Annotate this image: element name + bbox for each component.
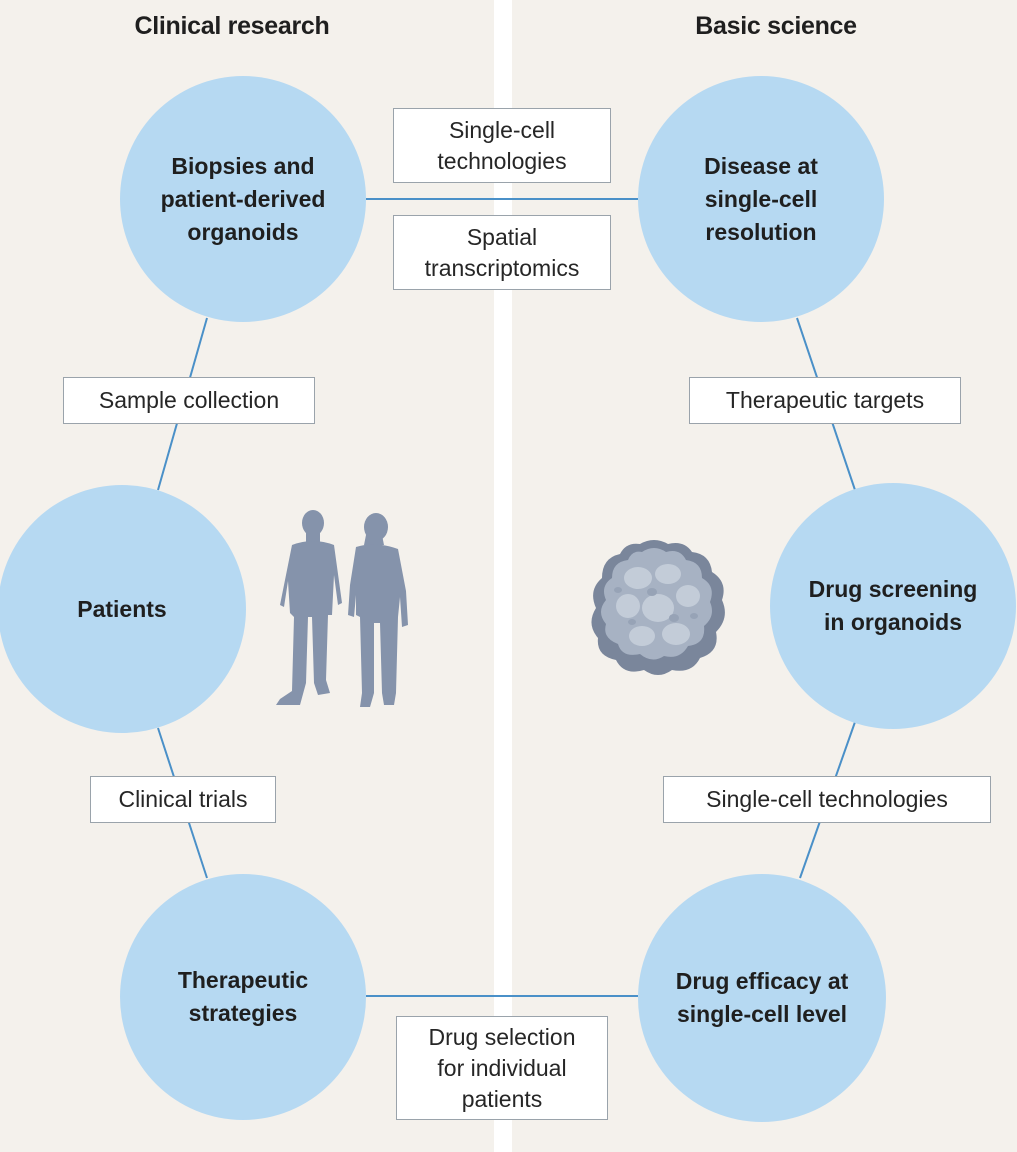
label-single-cell-technologies-right: Single-cell technologies <box>663 776 991 823</box>
node-therapeutic-strategies: Therapeutic strategies <box>120 874 366 1120</box>
label-single-cell-technologies-top: Single-cell technologies <box>393 108 611 183</box>
label-clinical-trials: Clinical trials <box>90 776 276 823</box>
heading-clinical-research: Clinical research <box>134 12 330 40</box>
node-biopsies-organoids: Biopsies and patient-derived organoids <box>120 76 366 322</box>
organoid-icon <box>591 540 725 675</box>
node-patients: Patients <box>0 485 246 733</box>
label-therapeutic-targets: Therapeutic targets <box>689 377 961 424</box>
node-disease-single-cell: Disease at single-cell resolution <box>638 76 884 322</box>
label-drug-selection: Drug selection for individual patients <box>396 1016 608 1120</box>
node-drug-screening: Drug screening in organoids <box>770 483 1016 729</box>
two-people-silhouette-icon <box>276 510 408 707</box>
node-drug-efficacy: Drug efficacy at single-cell level <box>638 874 886 1122</box>
label-spatial-transcriptomics: Spatial transcriptomics <box>393 215 611 290</box>
heading-basic-science: Basic science <box>695 12 857 40</box>
label-sample-collection: Sample collection <box>63 377 315 424</box>
